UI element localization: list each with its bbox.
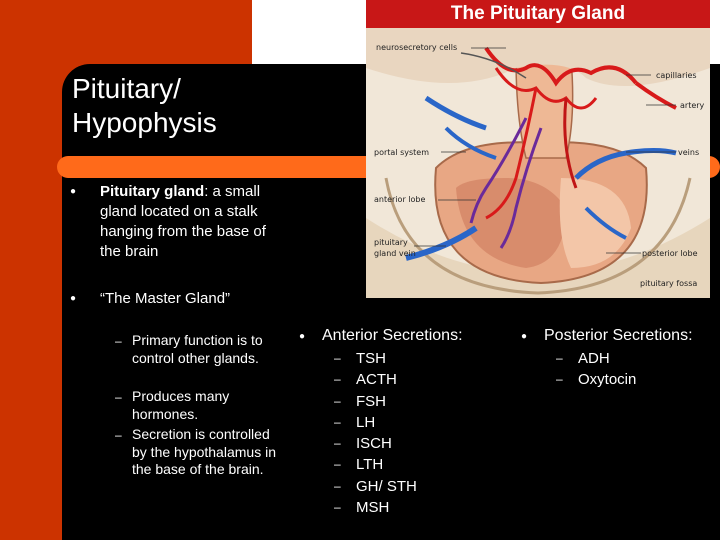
- dash-icon: –: [115, 390, 122, 404]
- anterior-secretions-list: TSH ACTH FSH LH ISCH LTH GH/ STH MSH: [334, 348, 417, 519]
- posterior-secretions-list: ADH Oxytocin: [556, 348, 636, 391]
- list-item: FSH: [334, 391, 417, 413]
- label-anterior-lobe: anterior lobe: [374, 195, 425, 204]
- pituitary-gland-term: Pituitary gland: [100, 183, 205, 200]
- bullet-icon: ●: [70, 186, 77, 197]
- bullet-icon: ●: [299, 331, 306, 342]
- list-item: MSH: [334, 497, 417, 519]
- sub-item-produces-hormones: Produces many hormones.: [132, 388, 230, 422]
- label-pituitary-vein-line1: pituitary: [374, 238, 408, 247]
- label-portal-system: portal system: [374, 148, 429, 157]
- label-pituitary-fossa: pituitary fossa: [640, 279, 697, 288]
- figure-title: The Pituitary Gland: [366, 0, 710, 28]
- list-item: LH: [334, 412, 417, 434]
- slide-title: Pituitary/ Hypophysis: [72, 73, 217, 138]
- list-item: ADH: [556, 348, 636, 370]
- label-posterior-lobe: posterior lobe: [642, 249, 698, 258]
- posterior-secretions-heading: Posterior Secretions:: [544, 327, 693, 344]
- anterior-secretions-heading: Anterior Secretions:: [322, 327, 463, 344]
- bullet-icon: ●: [521, 331, 528, 342]
- list-item: LTH: [334, 454, 417, 476]
- label-neurosecretory-cells: neurosecretory cells: [376, 43, 457, 52]
- bullet-pituitary-gland: Pituitary gland: a small gland located o…: [100, 182, 290, 262]
- list-item: Oxytocin: [556, 369, 636, 391]
- label-artery: artery: [680, 101, 705, 110]
- list-item: ISCH: [334, 433, 417, 455]
- list-item: GH/ STH: [334, 476, 417, 498]
- label-pituitary-vein-line2: gland vein: [374, 249, 416, 258]
- sub-item-secretion-control: Secretion is controlled by the hypothala…: [132, 426, 276, 477]
- dash-icon: –: [115, 334, 122, 348]
- list-item: TSH: [334, 348, 417, 370]
- list-item: ACTH: [334, 369, 417, 391]
- bullet-icon: ●: [70, 293, 77, 304]
- dash-icon: –: [115, 428, 122, 442]
- pituitary-illustration: neurosecretory cells capillaries artery …: [366, 28, 710, 298]
- pituitary-figure: The Pituitary Gland: [366, 0, 710, 298]
- label-capillaries: capillaries: [656, 71, 697, 80]
- pituitary-gland-definition: : a small gland located on a stalk hangi…: [100, 183, 266, 260]
- sub-item-primary-function: Primary function is to control other gla…: [132, 332, 263, 366]
- bullet-master-gland: “The Master Gland”: [100, 290, 231, 307]
- label-veins: veins: [678, 148, 699, 157]
